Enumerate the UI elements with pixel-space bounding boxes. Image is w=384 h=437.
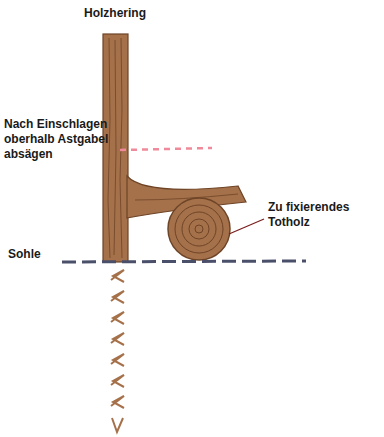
riverbed-line	[62, 261, 306, 262]
peg-trunk	[103, 34, 128, 262]
wood-grain	[108, 38, 122, 258]
diagram-title: Holzhering	[55, 6, 175, 21]
deadwood-log	[168, 198, 230, 260]
cut-note: Nach Einschlagen oberhalb Astgabel absäg…	[4, 117, 122, 162]
riverbed-label: Sohle	[8, 247, 58, 262]
saw-cut-line	[120, 148, 212, 150]
leader-line	[229, 219, 264, 234]
buried-peg-tip	[111, 270, 124, 432]
branch-grain	[135, 194, 238, 200]
deadwood-label: Zu fixierendes Totholz	[268, 200, 378, 230]
